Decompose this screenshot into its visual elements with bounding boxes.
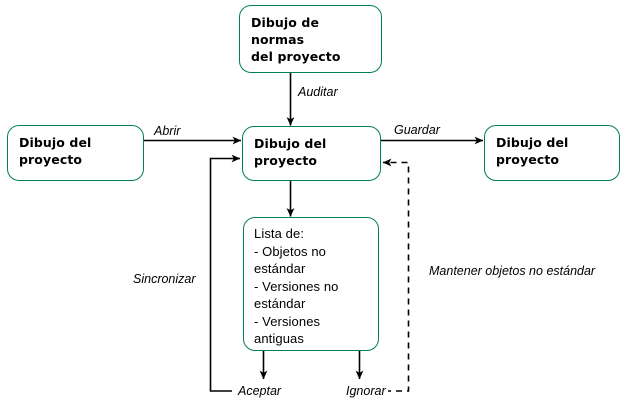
- edge-label-ignorar: Ignorar: [344, 384, 388, 398]
- project-drawing-left-label: Dibujo del proyecto: [19, 135, 92, 167]
- non-standard-list-label: Lista de: - Objetos no estándar - Versio…: [254, 226, 339, 346]
- edge-label-abrir: Abrir: [152, 124, 183, 138]
- edge-label-mantener: Mantener objetos no estándar: [427, 264, 598, 278]
- project-drawing-right-node[interactable]: Dibujo del proyecto: [484, 125, 620, 181]
- project-drawing-center-node[interactable]: Dibujo del proyecto: [242, 126, 381, 181]
- connector-mantener: [382, 158, 410, 392]
- project-drawing-center-label: Dibujo del proyecto: [254, 136, 327, 168]
- standards-drawing-label: Dibujo de normas del proyecto: [251, 15, 341, 64]
- project-drawing-left-node[interactable]: Dibujo del proyecto: [7, 125, 144, 181]
- non-standard-list-node[interactable]: Lista de: - Objetos no estándar - Versio…: [243, 217, 379, 351]
- project-drawing-right-label: Dibujo del proyecto: [496, 135, 569, 167]
- edge-label-auditar: Auditar: [296, 85, 340, 99]
- edge-label-sincronizar: Sincronizar: [131, 272, 198, 286]
- standards-drawing-node[interactable]: Dibujo de normas del proyecto: [239, 5, 382, 73]
- edge-label-aceptar: Aceptar: [236, 384, 284, 398]
- connector-sincronizar: [209, 154, 241, 392]
- edge-label-guardar: Guardar: [392, 123, 442, 137]
